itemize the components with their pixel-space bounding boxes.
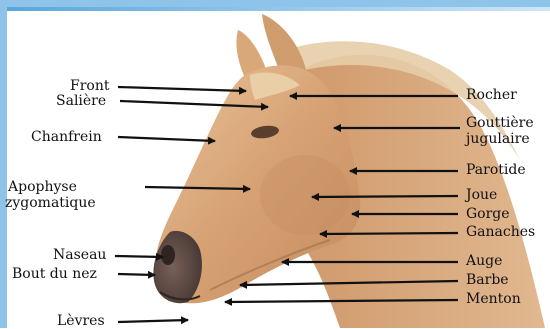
label-front: Front	[70, 79, 109, 93]
label-gorge: Gorge	[466, 207, 510, 221]
label-saliere: Salière	[56, 94, 106, 108]
pointer-chanfrein	[118, 137, 215, 141]
label-apophyse-line2: zygomatique	[5, 196, 96, 210]
label-apophyse-line1: Apophyse	[8, 180, 77, 194]
pointer-ganaches	[320, 233, 458, 234]
pointer-bout-du-nez	[118, 274, 155, 275]
pointer-levres	[118, 320, 188, 322]
pointer-front	[118, 87, 246, 91]
label-bout-du-nez: Bout du nez	[12, 267, 97, 281]
label-levres: Lèvres	[57, 314, 105, 328]
pointer-naseau	[115, 256, 163, 257]
pointer-joue	[312, 196, 458, 197]
label-parotide: Parotide	[466, 163, 526, 177]
horse-nostril	[161, 245, 175, 265]
label-ganaches: Ganaches	[466, 225, 535, 239]
label-naseau: Naseau	[53, 248, 106, 262]
horse-ear-right	[262, 14, 306, 72]
label-joue: Joue	[466, 188, 497, 202]
label-auge: Auge	[466, 254, 502, 268]
label-chanfrein: Chanfrein	[31, 130, 102, 144]
label-gouttiere-line1: Gouttière	[466, 116, 534, 130]
label-menton: Menton	[466, 292, 521, 306]
label-rocher: Rocher	[466, 88, 517, 102]
horse-cheek	[260, 155, 350, 235]
label-gouttiere-line2: jugulaire	[466, 132, 530, 146]
label-barbe: Barbe	[466, 273, 509, 287]
